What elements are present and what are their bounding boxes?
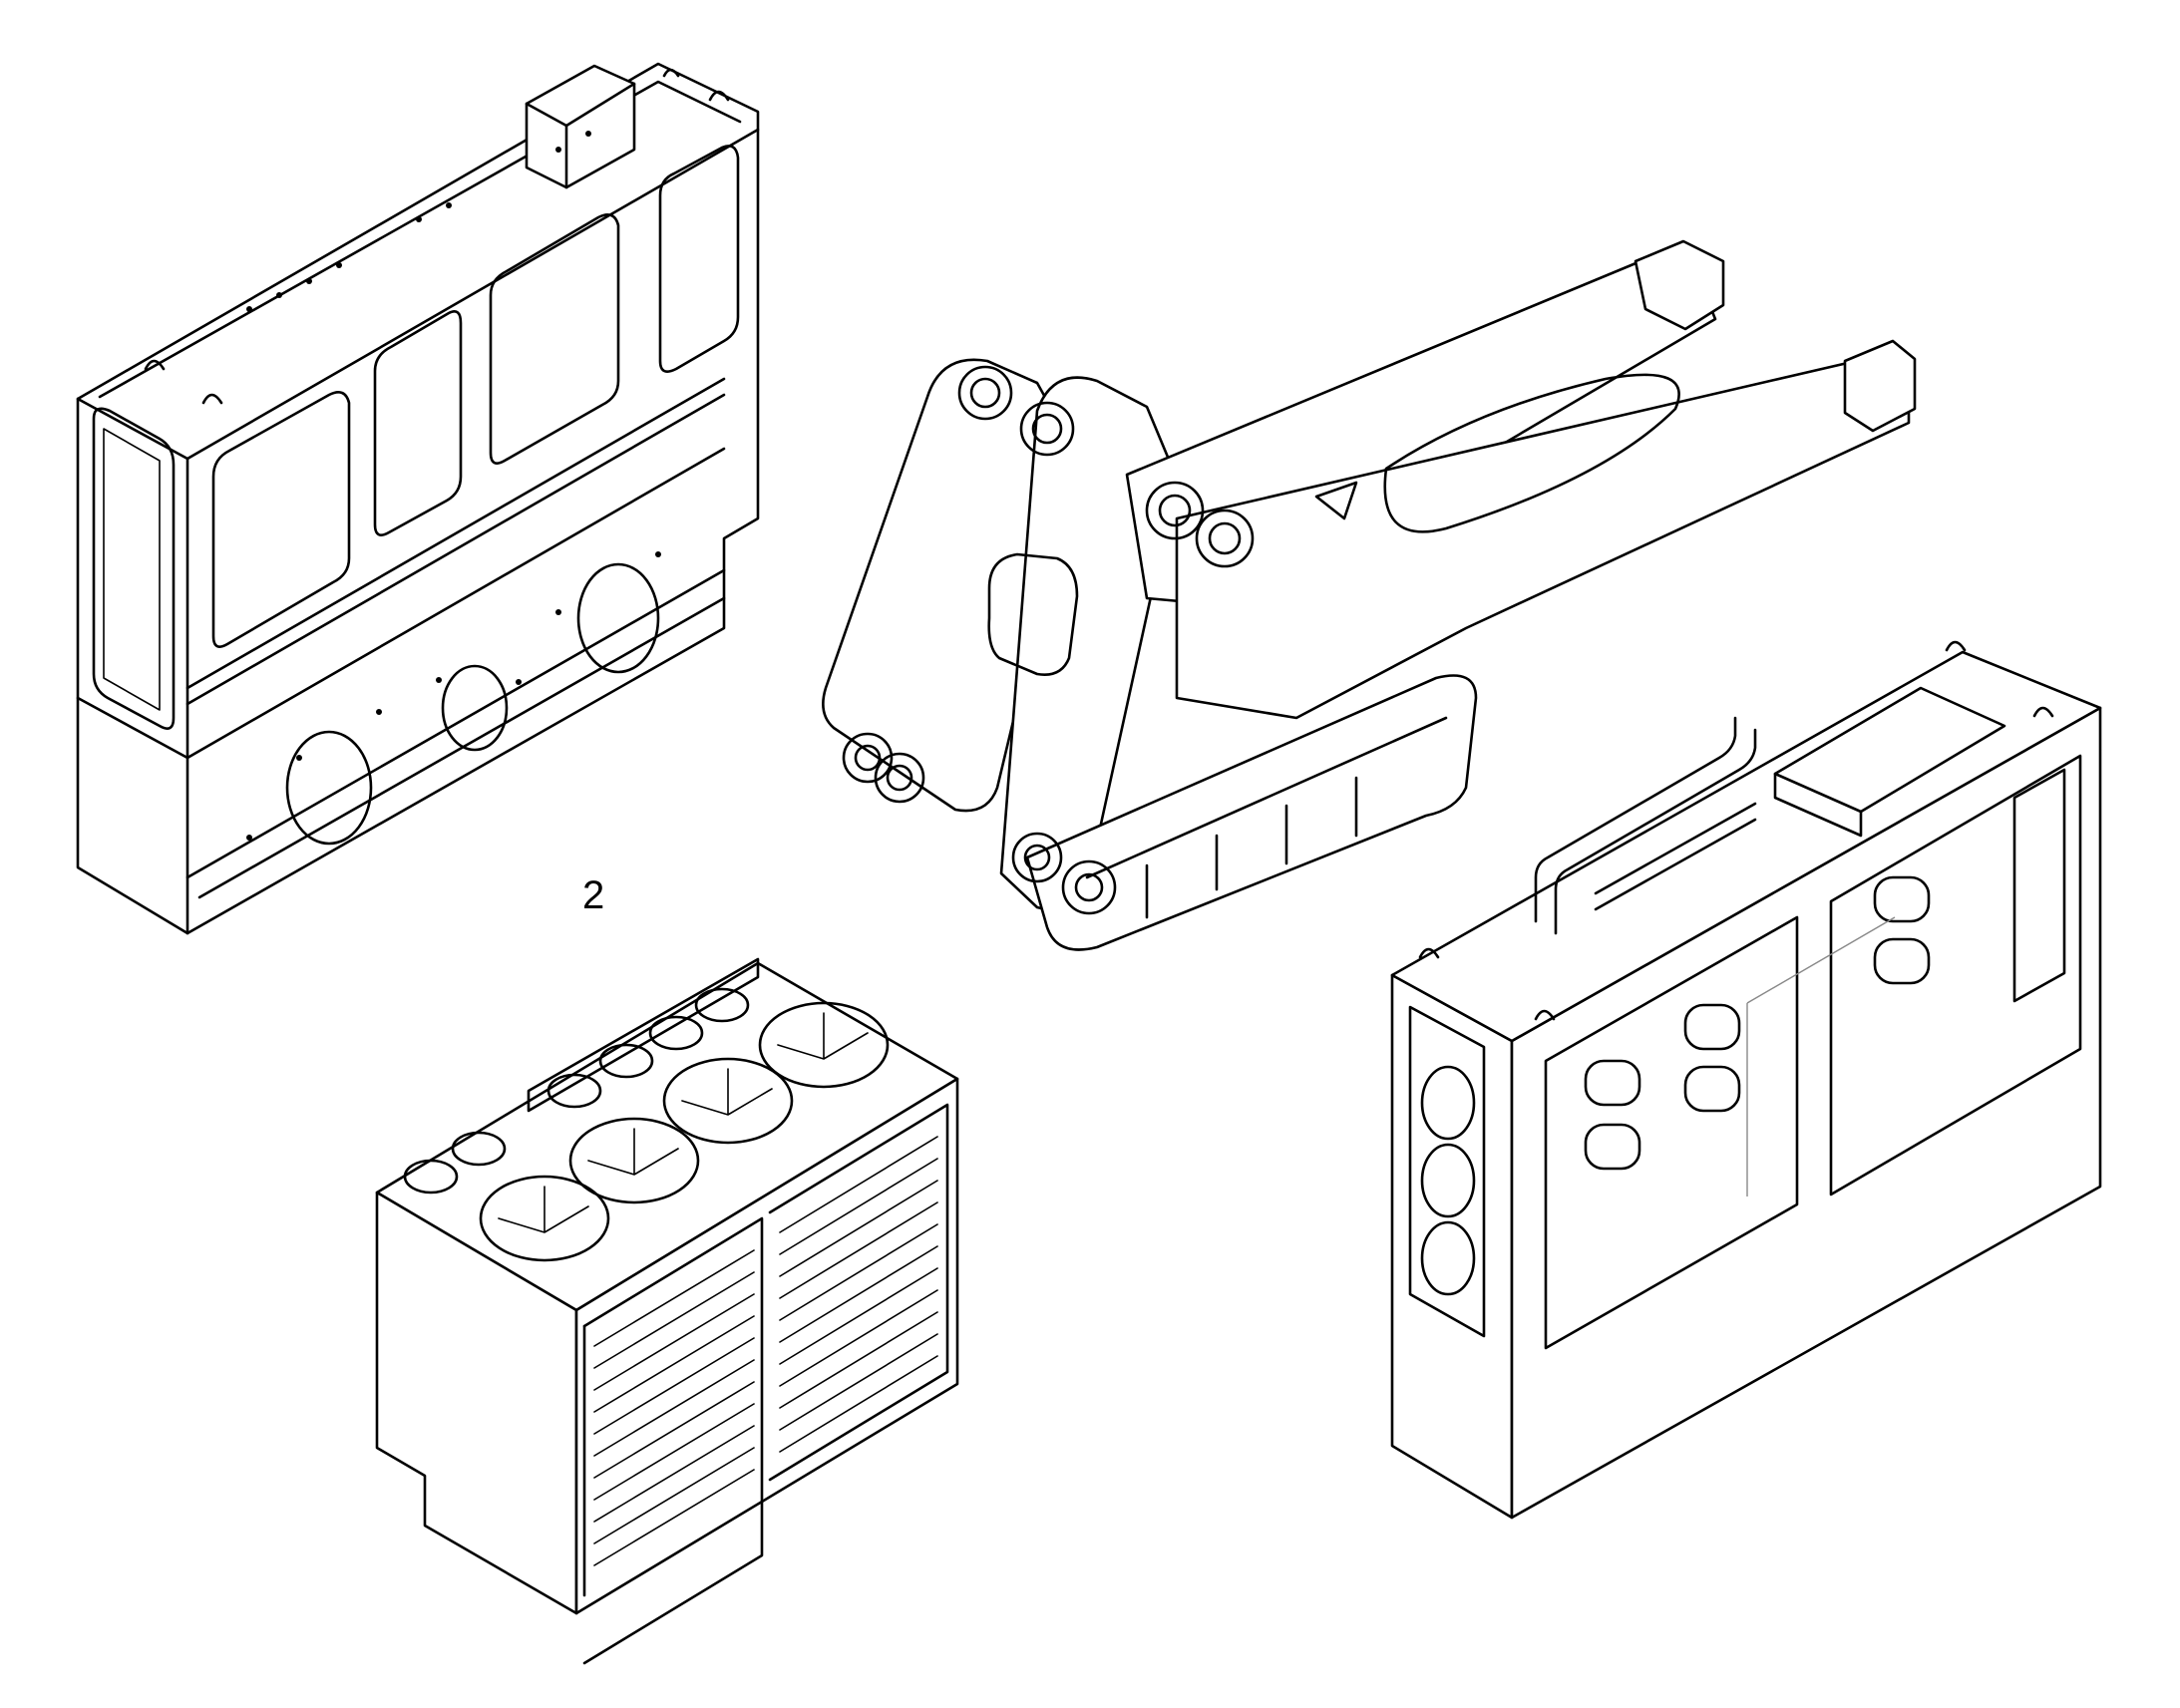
counterweight-housing xyxy=(1390,640,2102,1520)
rear-frame xyxy=(76,62,760,935)
fuel-hydraulic-tank xyxy=(375,957,959,1665)
loader-arm-boom xyxy=(822,239,1917,951)
callout-item-2: 2 xyxy=(582,873,605,917)
